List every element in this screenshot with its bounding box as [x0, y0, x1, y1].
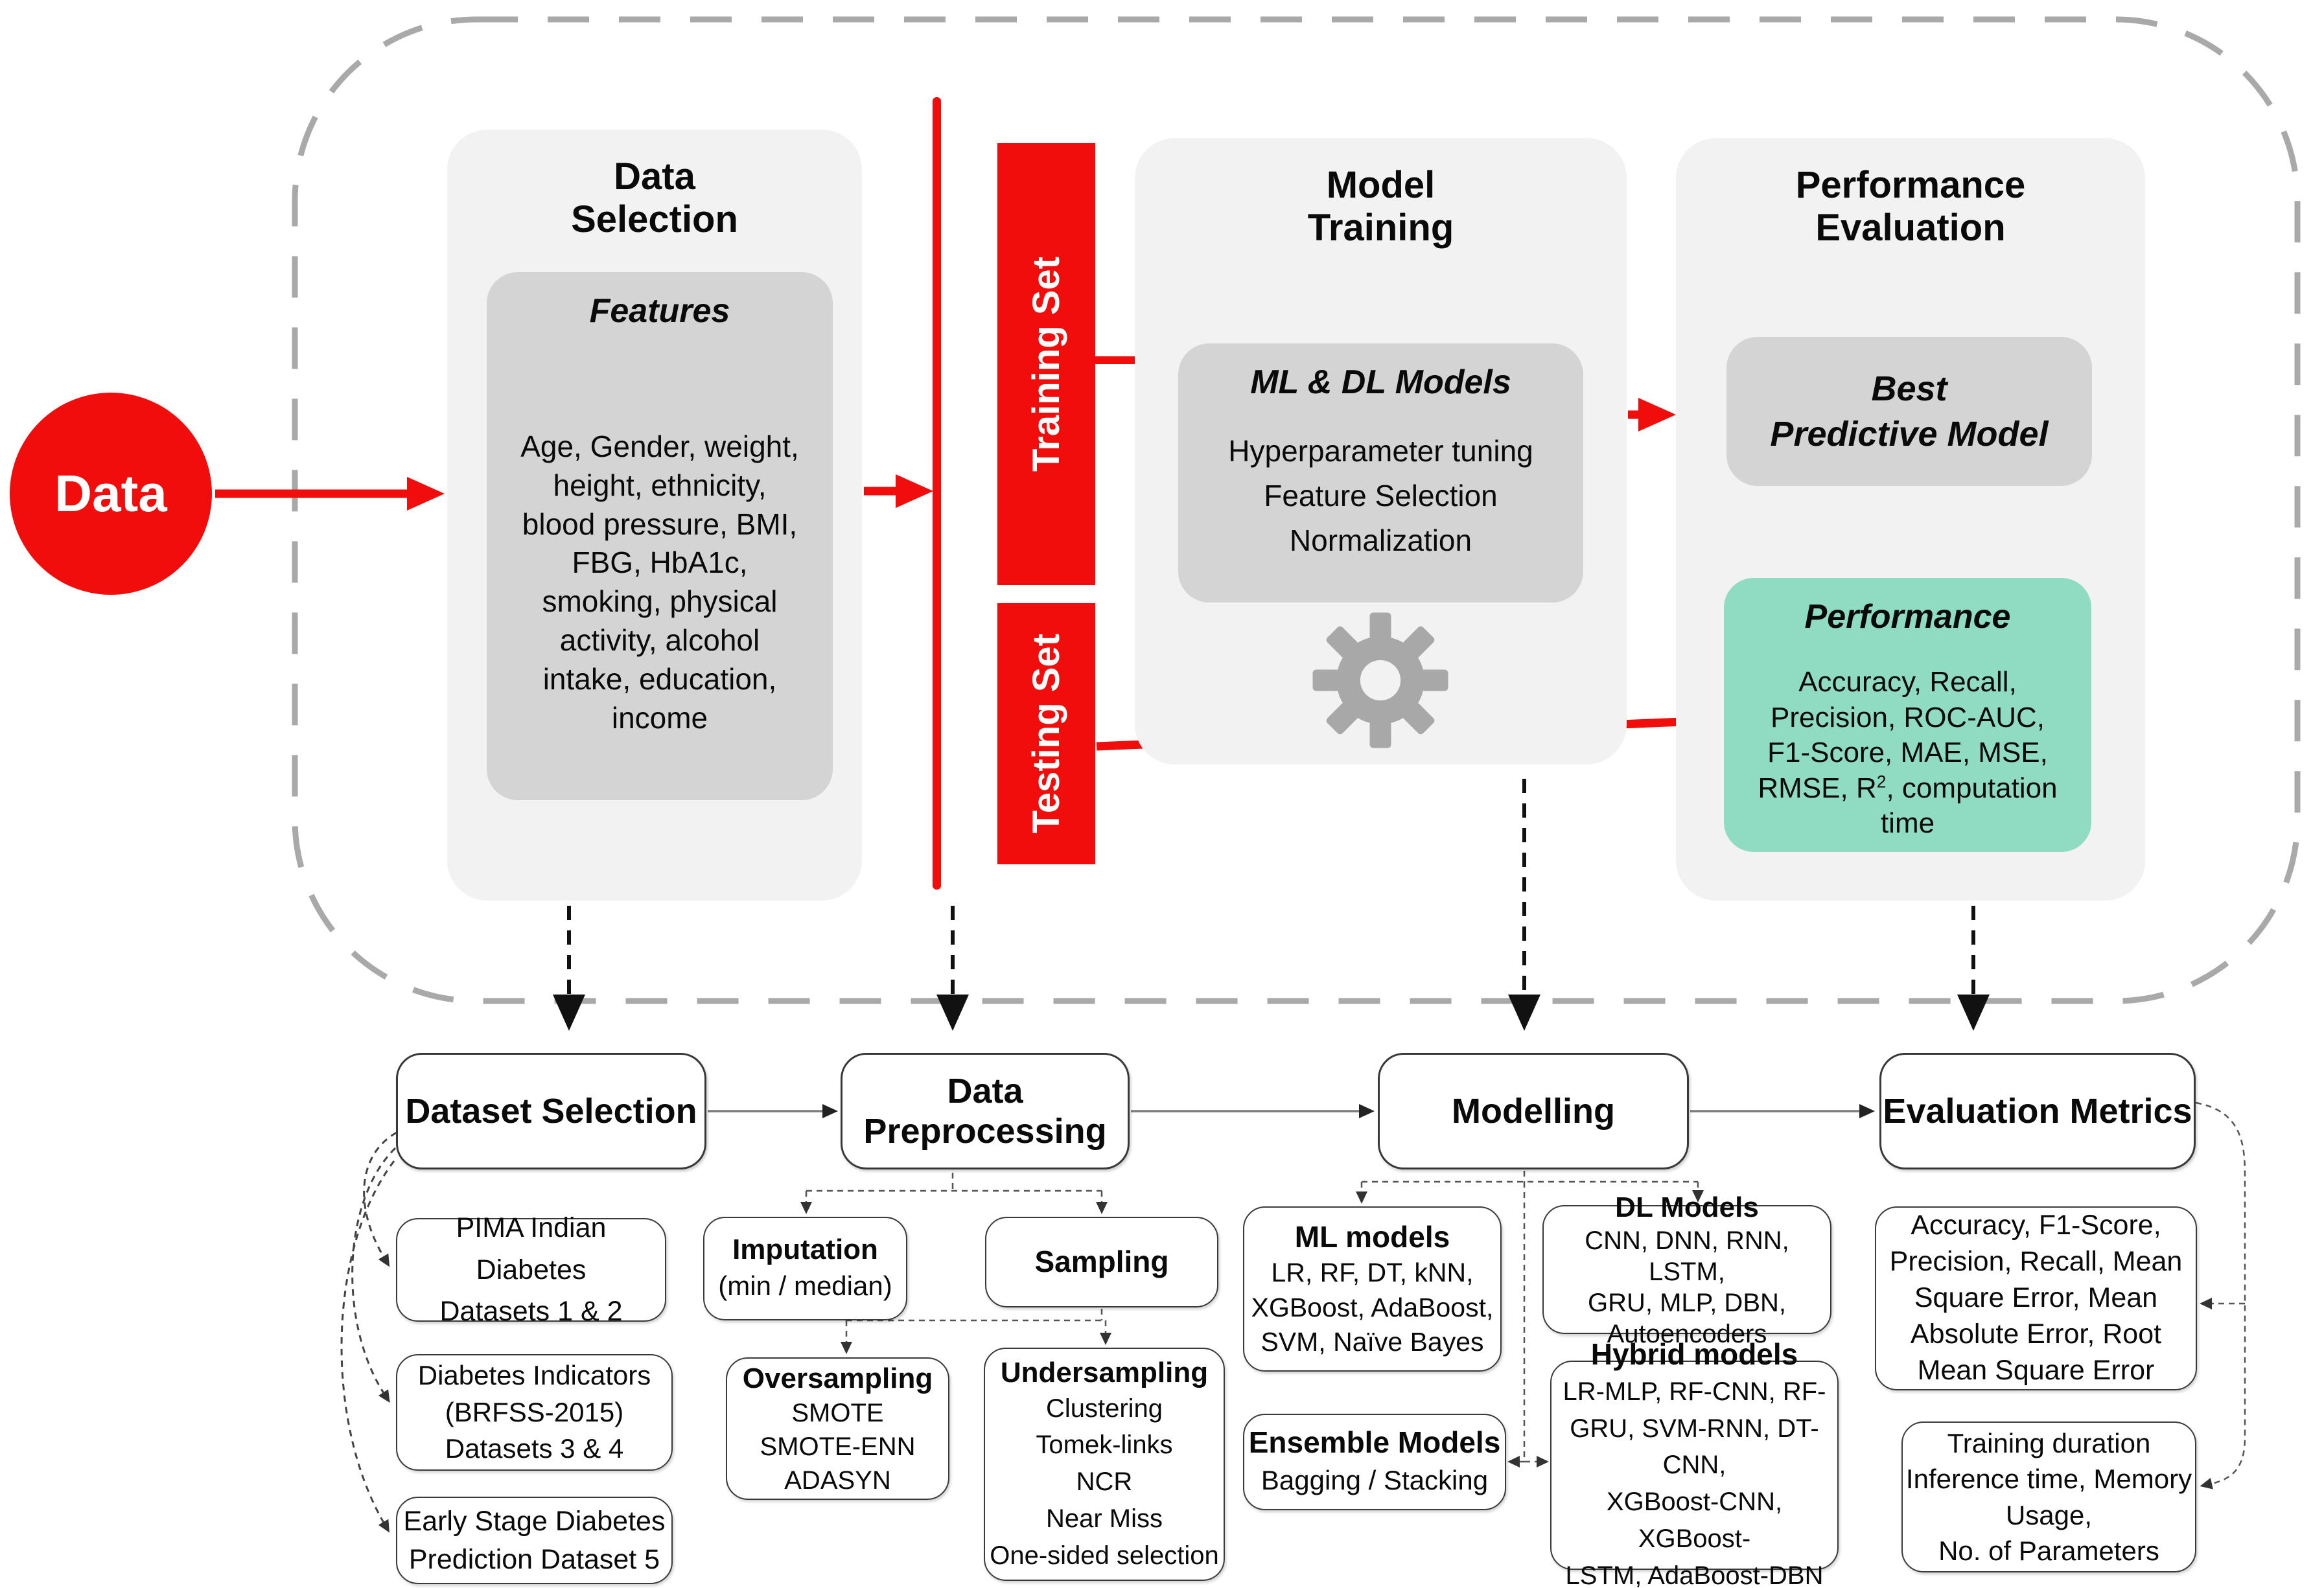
training-set-bar: Training Set	[997, 143, 1095, 585]
split-divider-line	[933, 97, 941, 890]
split-sampling	[846, 1309, 1106, 1322]
features-list: Age, Gender, weight, height, ethnicity, …	[520, 430, 799, 735]
ensemble-models-box: Ensemble Models Bagging / Stacking	[1243, 1414, 1506, 1510]
model-training-steps: Hyperparameter tuning Feature Selection …	[1228, 434, 1533, 557]
metrics-quality-box: Accuracy, F1-Score, Precision, Recall, M…	[1875, 1206, 2197, 1390]
flow-modelling: Modelling	[1378, 1053, 1689, 1169]
sampling-box: Sampling	[985, 1217, 1218, 1307]
curve-to-pima	[363, 1131, 397, 1267]
early-stage-dataset-box: Early Stage Diabetes Prediction Dataset …	[396, 1497, 673, 1584]
data-node-label: Data	[54, 465, 167, 522]
metrics-cost-box: Training duration Inference time, Memory…	[1901, 1421, 2196, 1572]
best-predictive-model-box: Best Predictive Model	[1726, 337, 2092, 486]
features-box: Features Age, Gender, weight, height, et…	[487, 272, 833, 800]
ml-dl-models-title: ML & DL Models	[1250, 363, 1511, 401]
imputation-box: Imputation (min / median)	[703, 1217, 907, 1320]
undersampling-box: Undersampling Clustering Tomek-links NCR…	[984, 1348, 1225, 1581]
pima-datasets-box: PIMA Indian Diabetes Datasets 1 & 2	[396, 1212, 666, 1327]
performance-metrics-list: Accuracy, Recall, Precision, ROC-AUC, F1…	[1758, 666, 2058, 840]
ml-dl-models-box: ML & DL Models Hyperparameter tuning Fea…	[1178, 343, 1583, 603]
curve-to-indicators	[351, 1147, 397, 1403]
hybrid-models-box: Hybrid models LR-MLP, RF-CNN, RF- GRU, S…	[1550, 1337, 1839, 1588]
flow-dataset-selection: Dataset Selection	[396, 1053, 706, 1169]
training-set-label: Training Set	[1025, 257, 1067, 472]
flow-data-preprocessing: Data Preprocessing	[841, 1053, 1130, 1169]
performance-box: Performance Accuracy, Recall, Precision,…	[1724, 578, 2091, 852]
data-node: Data	[10, 393, 212, 595]
dl-models-box: DL Models CNN, DNN, RNN, LSTM, GRU, MLP,…	[1542, 1191, 1831, 1348]
performance-evaluation-title: Performance Evaluation	[1795, 164, 2026, 249]
performance-box-title: Performance	[1804, 598, 2011, 636]
model-training-title: Model Training	[1307, 164, 1454, 249]
diabetes-indicators-box: Diabetes Indicators (BRFSS-2015) Dataset…	[396, 1354, 673, 1471]
testing-set-label: Testing Set	[1025, 634, 1067, 834]
ml-models-box: ML models LR, RF, DT, kNN, XGBoost, AdaB…	[1243, 1206, 1502, 1372]
data-selection-title: Data Selection	[571, 155, 738, 241]
features-title: Features	[589, 292, 730, 330]
testing-set-bar: Testing Set	[997, 603, 1095, 864]
pipeline-dashed-border	[292, 16, 2301, 1004]
gear-icon	[1312, 612, 1448, 748]
flow-evaluation-metrics: Evaluation Metrics	[1879, 1053, 2196, 1169]
oversampling-box: Oversampling SMOTE SMOTE-ENN ADASYN	[726, 1357, 949, 1500]
split-modelling	[1362, 1171, 1698, 1183]
curve-to-metrics2	[2195, 1101, 2246, 1490]
split-preprocessing	[806, 1173, 1102, 1192]
curve-to-earlystage	[340, 1160, 395, 1533]
